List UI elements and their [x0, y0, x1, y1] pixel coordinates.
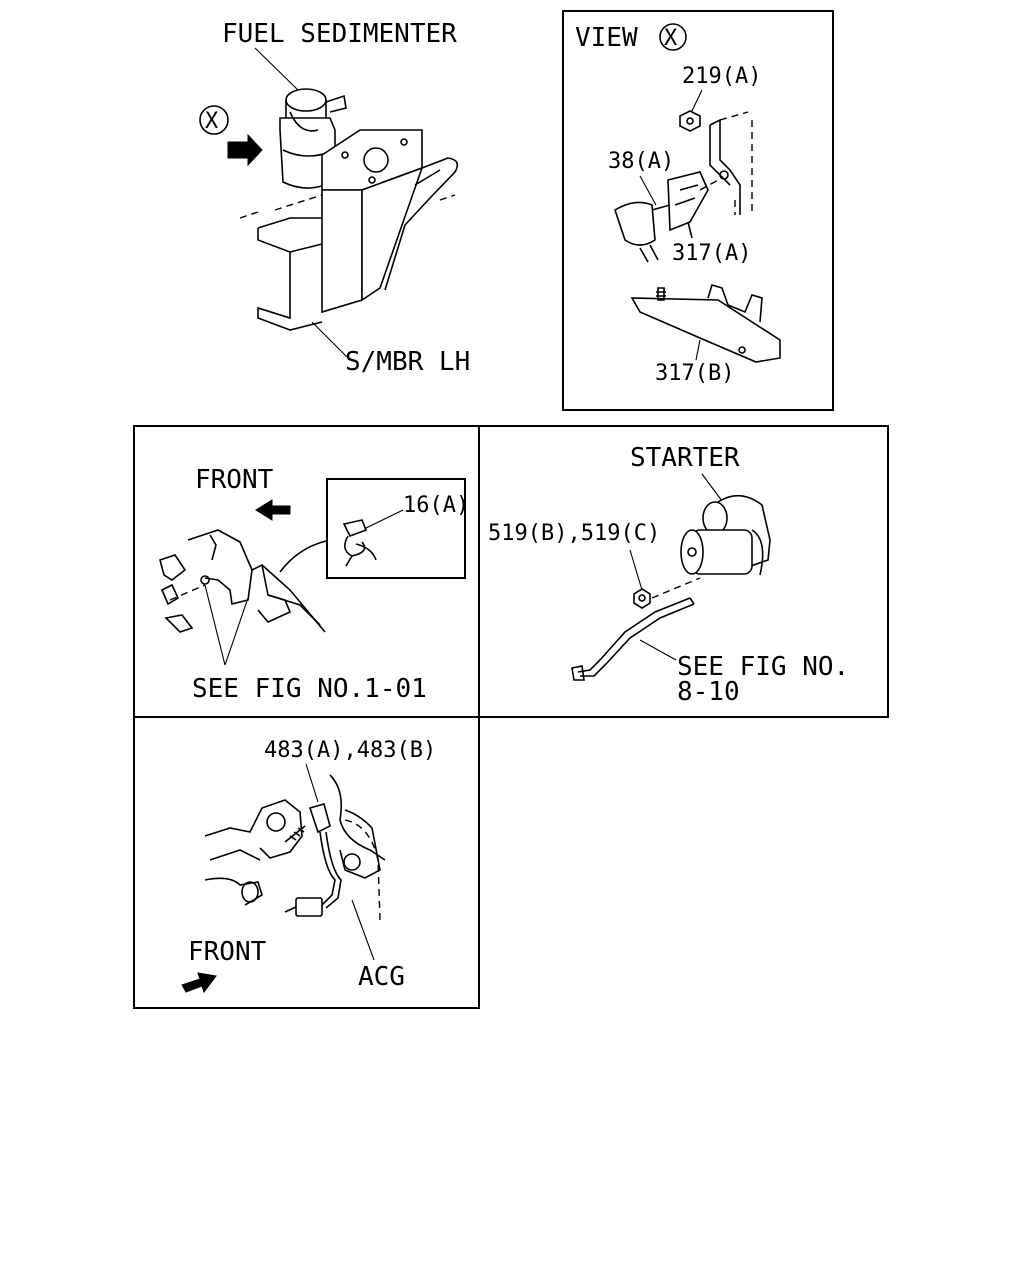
- detail-inset: [326, 478, 466, 579]
- terminal-16a: [342, 519, 377, 567]
- view-x-circle-icon: X: [659, 23, 687, 51]
- front-ground-panel: FRONT 16(A) SEE FIG NO.1-0: [159, 465, 469, 704]
- part-483-label: 483(A),483(B): [264, 738, 436, 763]
- svg-text:X: X: [205, 109, 219, 134]
- leader-line: [224, 597, 249, 666]
- leader-line: [689, 89, 703, 116]
- frame-bracket: [709, 111, 753, 215]
- leader-line: [305, 763, 319, 803]
- bracket-plate-317b: [630, 284, 781, 363]
- harness-wire: [284, 803, 342, 917]
- nut-519: [633, 588, 651, 609]
- front-arrow-icon: [255, 499, 291, 521]
- acg-panel: 483(A),483(B) FRONT ACG: [181, 738, 436, 994]
- part-519-label: 519(B),519(C): [488, 521, 660, 546]
- see-fig-810-line1: SEE FIG NO.: [677, 652, 849, 682]
- alternator-bracket: [204, 774, 386, 921]
- fuel-sedimenter-panel: FUEL SEDIMENTER X: [199, 19, 470, 377]
- starter-motor: [680, 494, 771, 576]
- harness-clip: [614, 171, 723, 263]
- fuel-sedimenter-title: FUEL SEDIMENTER: [222, 19, 457, 49]
- leader-line: [639, 639, 677, 661]
- leader-line: [639, 175, 657, 206]
- nut-219a: [679, 110, 701, 132]
- panel-grid: [133, 425, 889, 1009]
- front-label: FRONT: [195, 465, 274, 495]
- view-title: VIEW: [575, 23, 638, 53]
- part-16a-label: 16(A): [403, 493, 469, 518]
- leader-line: [695, 339, 701, 361]
- leader-line: [311, 321, 349, 359]
- front-arrow-icon: [181, 972, 217, 994]
- starter-panel: STARTER 519(B),519(C) SEE FIG NO. 8-10: [488, 443, 849, 707]
- leader-line: [361, 509, 404, 531]
- part-317a-label: 317(A): [672, 241, 751, 266]
- leader-line: [254, 47, 301, 93]
- part-219a-label: 219(A): [682, 64, 761, 89]
- view-x-panel: VIEW X 219(A) 38(A): [562, 10, 834, 411]
- part-38a-label: 38(A): [608, 149, 674, 174]
- engine-bracket: [159, 529, 326, 633]
- starter-title: STARTER: [630, 443, 740, 473]
- bracket-frame: [321, 129, 459, 314]
- battery-cable: [571, 597, 695, 681]
- side-member: [239, 194, 456, 331]
- see-fig-810-line2: 8-10: [677, 677, 740, 707]
- leader-line: [629, 549, 643, 591]
- part-317b-label: 317(B): [655, 361, 734, 386]
- front-label: FRONT: [188, 937, 267, 967]
- direction-arrow-icon: [227, 133, 263, 167]
- svg-text:X: X: [664, 26, 678, 51]
- see-fig-101: SEE FIG NO.1-01: [192, 674, 427, 704]
- view-x-circle-icon: X: [199, 105, 229, 135]
- leader-line: [204, 584, 226, 666]
- side-member-label: S/MBR LH: [345, 347, 470, 377]
- acg-label: ACG: [358, 962, 405, 992]
- leader-line: [351, 899, 375, 961]
- callout-curve: [279, 540, 327, 573]
